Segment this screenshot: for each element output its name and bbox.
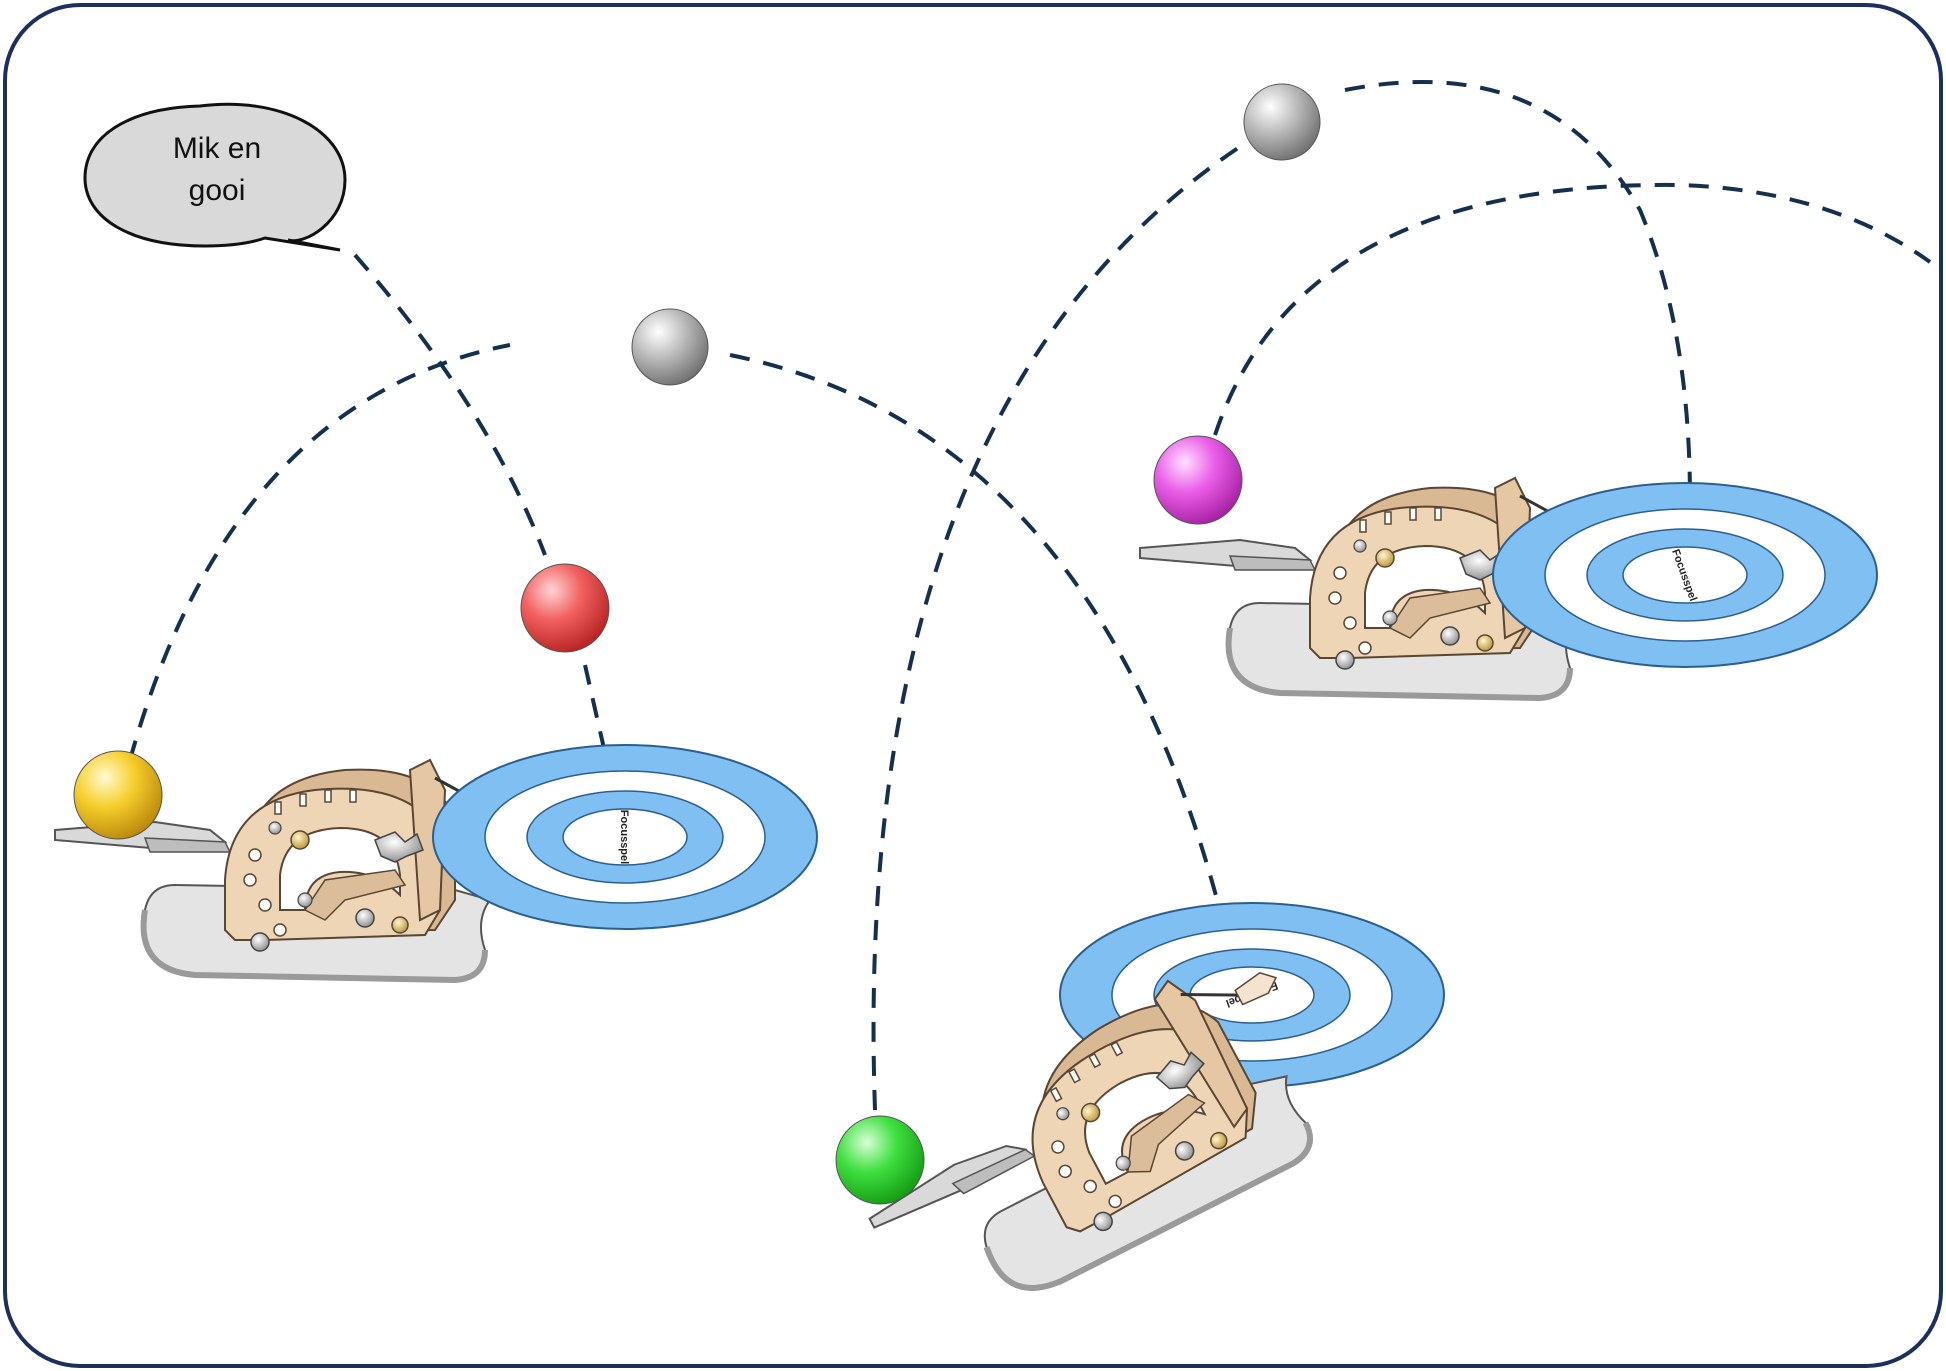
target-left: Focusspel — [432, 744, 818, 942]
ball-red — [520, 563, 610, 653]
target-left-label: Focusspel — [618, 810, 630, 864]
diagram-frame — [3, 3, 1943, 1368]
ball-yellow — [73, 750, 163, 840]
speech-bubble-line2: gooi — [189, 174, 246, 207]
ball-grey-top — [1243, 83, 1321, 161]
ball-magenta — [1153, 435, 1243, 525]
trajectory-red-to-target-left — [583, 664, 620, 811]
trajectory-bubble-to-red — [353, 253, 547, 556]
target-right: Focusspel — [1492, 482, 1878, 680]
trajectory-grey-to-target-left — [729, 353, 1227, 931]
trajectory-magenta-to-right-edge — [1213, 182, 1932, 436]
trajectory-grey-to-target-right — [1344, 80, 1692, 501]
trajectory-yellow-to-grey — [128, 343, 511, 761]
ball-grey-left — [631, 308, 709, 386]
trajectories — [128, 80, 1932, 1111]
ball-green — [835, 1115, 925, 1205]
speech-bubble: Mik en gooi — [83, 102, 347, 252]
speech-bubble-line1: Mik en — [173, 132, 261, 165]
